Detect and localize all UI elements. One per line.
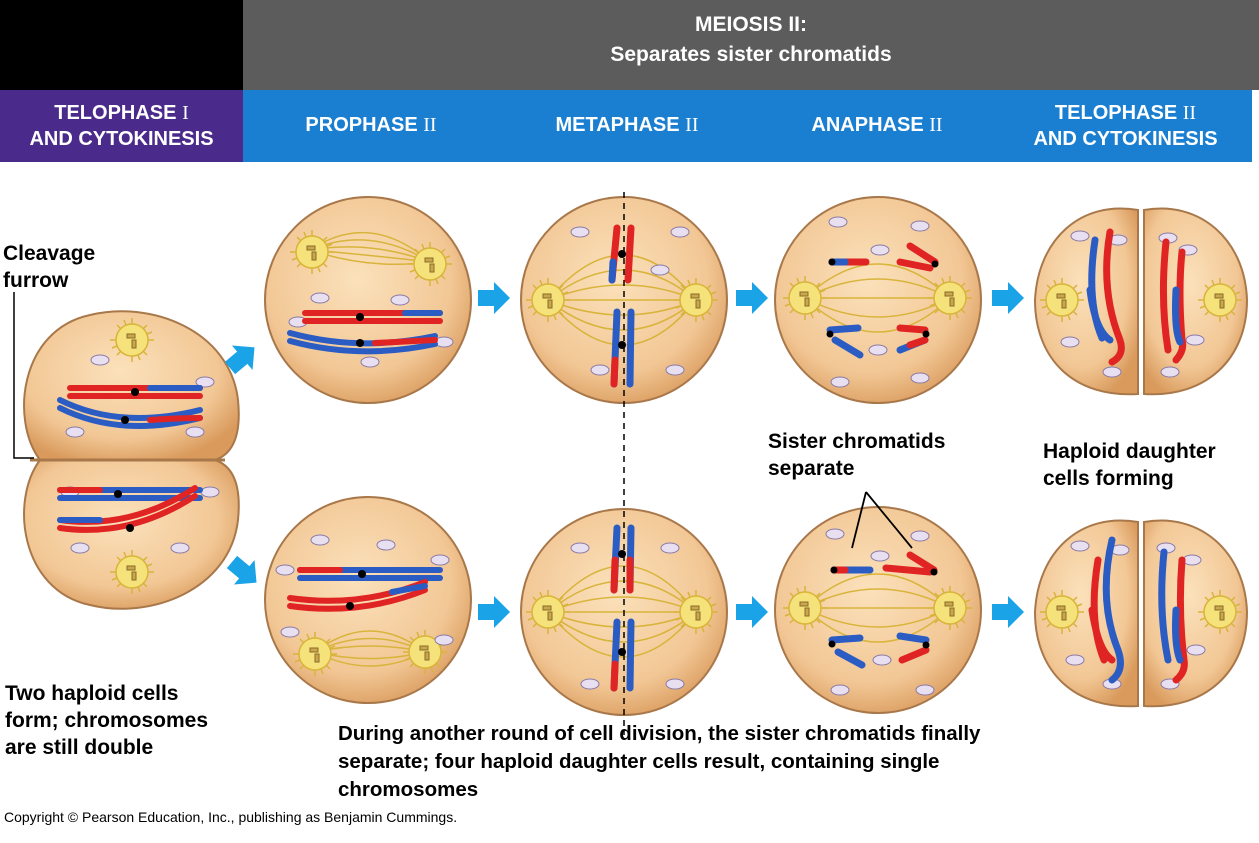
meiosis-ii-phases-header-bg xyxy=(243,90,1252,162)
telophase-ii-cells-top xyxy=(1033,207,1249,396)
sister-chromatids-pointers xyxy=(851,491,913,549)
header-black-block xyxy=(0,0,243,90)
anaphase-ii-cell-bottom xyxy=(774,506,982,714)
cleavage-furrow-leader xyxy=(13,292,34,459)
arrow-to-prophase-bottom xyxy=(221,549,267,595)
arrow-prophase-metaphase-bottom xyxy=(478,596,510,628)
arrow-metaphase-anaphase-bottom xyxy=(736,596,768,628)
two-haploid-cells-label: Two haploid cells form; chromosomes are … xyxy=(5,682,209,759)
telophase-ii-cells-bottom xyxy=(1033,519,1249,708)
phase-anaphase-ii: ANAPHASE II xyxy=(811,114,943,136)
haploid-daughter-label: Haploid daughter cells forming xyxy=(1043,440,1216,490)
telophase-i-cells xyxy=(23,310,240,610)
phase-telophase-i: TELOPHASE I AND CYTOKINESIS xyxy=(29,102,214,150)
meiosis-title: MEIOSIS II: Separates sister chromatids xyxy=(243,10,1259,70)
metaphase-ii-cell-top xyxy=(520,196,728,404)
meiosis-title-line1: MEIOSIS II: xyxy=(694,13,807,36)
phase-telophase-ii: TELOPHASE II AND CYTOKINESIS xyxy=(1033,102,1218,150)
phase-prophase-ii: PROPHASE II xyxy=(305,114,437,136)
prophase-ii-cell-bottom xyxy=(264,496,472,704)
header-meiosis-band xyxy=(243,0,1259,90)
arrow-prophase-metaphase-top xyxy=(478,282,510,314)
prophase-ii-cell-top xyxy=(264,196,472,404)
meiosis-title-line2: Separates sister chromatids xyxy=(610,43,892,66)
telophase-i-header-bg xyxy=(0,90,243,162)
figure-caption: During another round of cell division, t… xyxy=(338,722,981,801)
copyright-notice: Copyright © Pearson Education, Inc., pub… xyxy=(4,809,458,825)
sister-chromatids-label: Sister chromatids separate xyxy=(768,430,946,480)
phase-metaphase-ii: METAPHASE II xyxy=(555,114,699,136)
arrow-anaphase-telophase-top xyxy=(992,282,1024,314)
cleavage-furrow-label: Cleavage furrow xyxy=(3,242,96,292)
arrow-metaphase-anaphase-top xyxy=(736,282,768,314)
anaphase-ii-cell-top xyxy=(774,196,982,404)
arrow-anaphase-telophase-bottom xyxy=(992,596,1024,628)
